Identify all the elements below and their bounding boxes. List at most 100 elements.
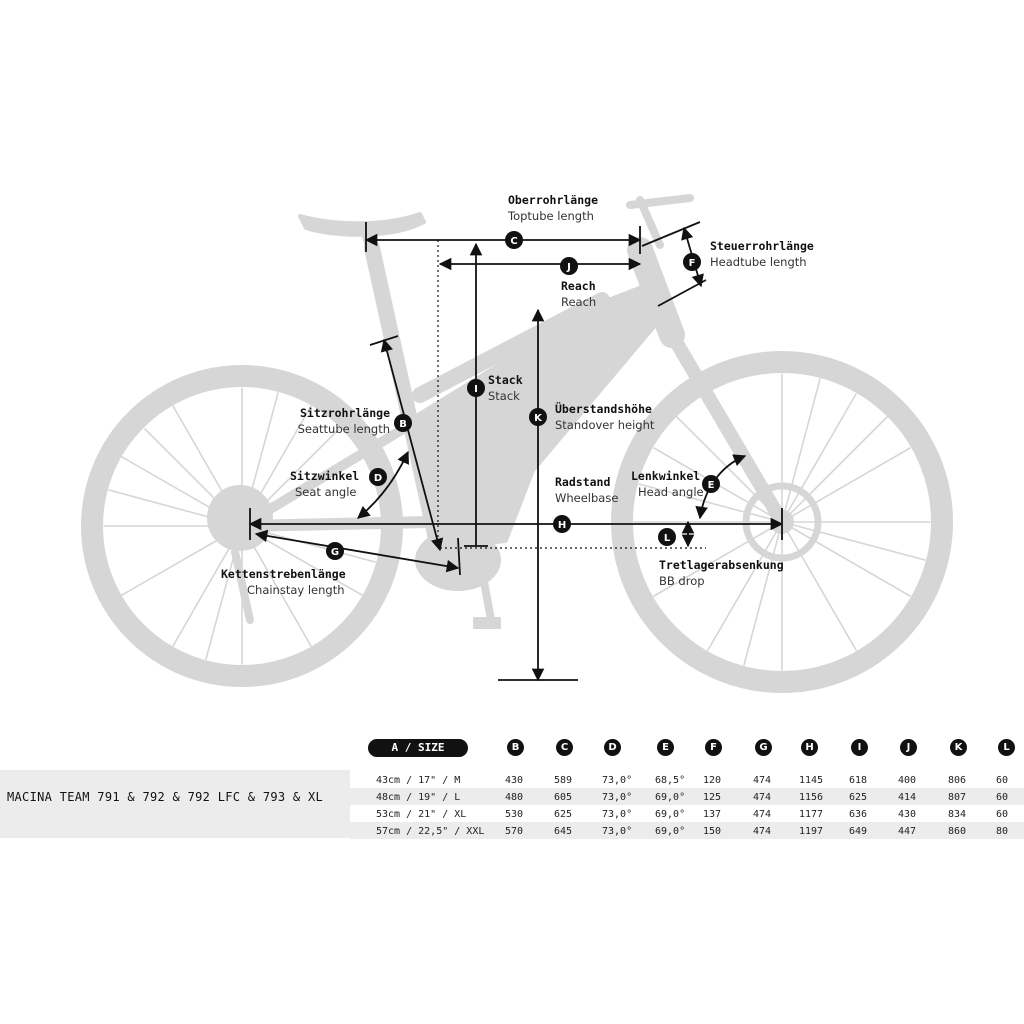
value-cell-i: 649: [849, 826, 868, 837]
badge-h: H: [553, 515, 571, 533]
value-cell-b: 480: [505, 792, 524, 803]
value-cell-f: 125: [703, 792, 722, 803]
size-cell: 53cm / 21" / XL: [376, 809, 467, 820]
column-header-g: G: [755, 739, 772, 756]
badges: C J F I K B D H E G L: [326, 231, 720, 560]
value-cell-j: 447: [898, 826, 917, 837]
value-cell-b: 530: [505, 809, 524, 820]
svg-text:L: L: [664, 533, 671, 544]
badge-f: F: [683, 253, 701, 271]
svg-text:B: B: [399, 419, 407, 430]
column-header-i: I: [851, 739, 868, 756]
svg-text:G: G: [331, 547, 339, 558]
svg-text:H: H: [558, 520, 566, 531]
column-header-j: J: [900, 739, 917, 756]
value-cell-e: 69,0°: [655, 826, 686, 837]
value-cell-c: 605: [554, 792, 573, 803]
measure-lines: [248, 221, 784, 682]
badge-g: G: [326, 542, 344, 560]
value-cell-g: 474: [753, 809, 772, 820]
value-cell-h: 1177: [799, 809, 824, 820]
svg-text:D: D: [374, 473, 382, 484]
badge-e: E: [702, 475, 720, 493]
badge-i: I: [467, 379, 485, 397]
value-cell-e: 69,0°: [655, 809, 686, 820]
svg-text:J: J: [566, 262, 571, 273]
column-header-l: L: [998, 739, 1015, 756]
column-header-k: K: [950, 739, 967, 756]
value-cell-i: 618: [849, 775, 868, 786]
svg-text:E: E: [708, 480, 715, 491]
column-header-f: F: [705, 739, 722, 756]
value-cell-f: 150: [703, 826, 722, 837]
size-header: A / SIZE: [368, 739, 468, 757]
value-cell-i: 625: [849, 792, 868, 803]
size-cell: 48cm / 19" / L: [376, 792, 461, 803]
value-cell-l: 80: [996, 826, 1009, 837]
value-cell-k: 834: [948, 809, 967, 820]
value-cell-d: 73,0°: [602, 792, 633, 803]
value-cell-e: 68,5°: [655, 775, 686, 786]
value-cell-c: 589: [554, 775, 573, 786]
value-cell-l: 60: [996, 792, 1009, 803]
value-cell-j: 430: [898, 809, 917, 820]
value-cell-h: 1145: [799, 775, 824, 786]
svg-text:K: K: [534, 413, 543, 424]
badge-j: J: [560, 257, 578, 275]
column-header-b: B: [507, 739, 524, 756]
column-header-d: D: [604, 739, 621, 756]
value-cell-c: 645: [554, 826, 573, 837]
value-cell-g: 474: [753, 826, 772, 837]
row-band: [350, 788, 1024, 805]
value-cell-j: 414: [898, 792, 917, 803]
svg-text:I: I: [474, 384, 478, 395]
value-cell-g: 474: [753, 775, 772, 786]
value-cell-e: 69,0°: [655, 792, 686, 803]
value-cell-k: 860: [948, 826, 967, 837]
value-cell-h: 1197: [799, 826, 824, 837]
column-header-c: C: [556, 739, 573, 756]
badge-c: C: [505, 231, 523, 249]
value-cell-b: 430: [505, 775, 524, 786]
badge-d: D: [369, 468, 387, 486]
value-cell-i: 636: [849, 809, 868, 820]
row-band: [350, 822, 1024, 839]
bike-silhouette: [81, 194, 953, 693]
value-cell-d: 73,0°: [602, 775, 633, 786]
value-cell-g: 474: [753, 792, 772, 803]
column-header-h: H: [801, 739, 818, 756]
value-cell-f: 120: [703, 775, 722, 786]
column-header-e: E: [657, 739, 674, 756]
badge-k: K: [529, 408, 547, 426]
value-cell-c: 625: [554, 809, 573, 820]
value-cell-d: 73,0°: [602, 809, 633, 820]
size-cell: 43cm / 17" / M: [376, 775, 461, 786]
value-cell-l: 60: [996, 809, 1009, 820]
svg-text:F: F: [689, 258, 696, 269]
value-cell-l: 60: [996, 775, 1009, 786]
value-cell-h: 1156: [799, 792, 824, 803]
value-cell-k: 807: [948, 792, 967, 803]
value-cell-k: 806: [948, 775, 967, 786]
value-cell-d: 73,0°: [602, 826, 633, 837]
value-cell-b: 570: [505, 826, 524, 837]
model-name-cell: MACINA TEAM 791 & 792 & 792 LFC & 793 & …: [0, 770, 350, 838]
badge-b: B: [394, 414, 412, 432]
value-cell-f: 137: [703, 809, 722, 820]
badge-l: L: [658, 528, 676, 546]
svg-text:C: C: [510, 236, 517, 247]
size-cell: 57cm / 22,5" / XXL: [376, 826, 485, 837]
value-cell-j: 400: [898, 775, 917, 786]
geometry-diagram: C J F I K B D H E G L: [81, 194, 953, 693]
